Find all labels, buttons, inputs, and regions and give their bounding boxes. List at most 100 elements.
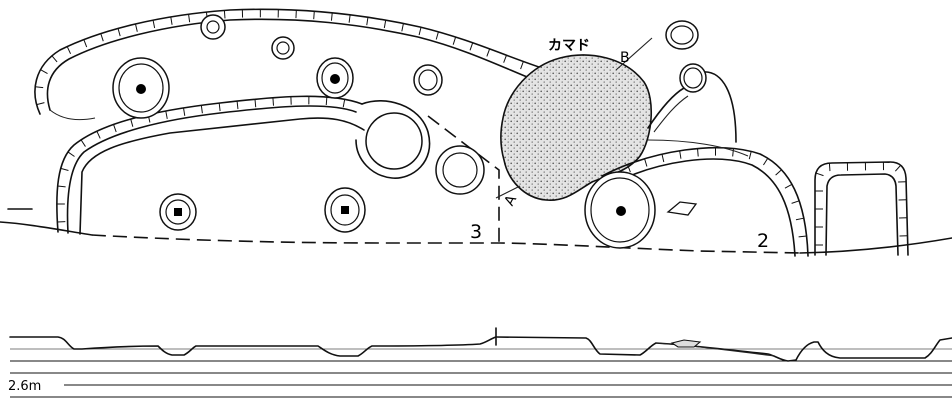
hatch-mark	[520, 61, 524, 70]
hatch-mark	[96, 130, 101, 139]
hatch-mark	[732, 148, 734, 157]
hatch-mark	[828, 163, 831, 172]
hatch-mark	[791, 200, 800, 204]
hatch-mark	[113, 124, 117, 133]
hatch-mark	[348, 14, 351, 23]
dwelling-3-floor-edge	[79, 117, 365, 235]
upper-dwelling-inner-wall	[46, 18, 533, 111]
hatch-mark	[236, 101, 239, 110]
hatch-mark	[134, 23, 138, 32]
pit-1	[200, 14, 226, 40]
hatch-mark	[36, 102, 45, 106]
hatch-mark	[67, 151, 75, 157]
hatch-mark	[644, 158, 648, 167]
hatch-mark	[894, 164, 902, 172]
hatch-mark	[100, 33, 104, 42]
hatch-mark	[83, 39, 88, 48]
dwelling-2-inner-wall	[611, 158, 796, 257]
post-hole-dot	[136, 84, 146, 94]
hatch-mark	[330, 12, 333, 21]
post-hole-dwelling-2	[584, 171, 656, 249]
hatch-mark	[218, 103, 221, 112]
section-profile-west	[9, 336, 497, 357]
dwelling-2-floor-edge	[647, 139, 749, 157]
hatch-mark	[661, 154, 665, 163]
post-hole-square	[341, 206, 349, 214]
section-stone	[670, 339, 702, 348]
post-hole-upper-left	[112, 57, 170, 119]
small-stone	[666, 201, 698, 216]
hatch-mark	[795, 217, 804, 221]
section-a-label: A	[501, 192, 520, 208]
post-hole-square	[174, 208, 182, 216]
elevation-label: 2.6m	[8, 379, 41, 394]
hatch-mark	[342, 99, 346, 108]
hatch-mark	[763, 157, 769, 166]
hatch-mark	[57, 185, 66, 188]
section-profile-east	[495, 336, 952, 362]
wall-hatching	[56, 96, 346, 223]
pit-6	[679, 63, 707, 93]
post-hole-lower-middle	[324, 187, 366, 233]
plan-ground-line-solid-left	[0, 221, 93, 236]
post-hole-dot	[616, 206, 626, 216]
section-view: 2.6m	[8, 327, 952, 398]
channel-feature	[647, 71, 737, 143]
hatch-mark	[679, 150, 682, 159]
hatch-mark	[815, 172, 824, 177]
hatch-mark	[697, 148, 699, 157]
hatch-mark	[272, 97, 274, 106]
hatch-mark	[188, 14, 191, 23]
hatch-mark	[66, 46, 72, 55]
hatch-mark	[784, 183, 793, 189]
hatch-mark	[366, 17, 369, 26]
hatch-mark	[452, 36, 457, 45]
hatch-mark	[223, 10, 226, 19]
hatch-mark	[401, 23, 404, 32]
dwelling-3-dashed-boundary	[427, 115, 500, 245]
kamado-hearth	[500, 54, 653, 201]
hatch-mark	[80, 139, 86, 147]
hatch-mark	[183, 107, 186, 116]
wall-hatching	[815, 162, 908, 246]
channel-feature-inner	[653, 95, 689, 133]
hatch-mark	[130, 118, 134, 127]
hatch-mark	[469, 42, 474, 51]
rect-feature-inner	[825, 173, 899, 256]
rect-feature-outer	[814, 161, 909, 256]
hatch-mark	[35, 86, 44, 89]
hatch-mark	[170, 16, 173, 25]
wall-pit	[365, 112, 423, 170]
wall-hatching	[610, 147, 807, 238]
post-hole-upper-middle	[316, 57, 354, 99]
section-lower-floor	[655, 342, 776, 357]
hatch-mark	[117, 28, 121, 37]
hatch-mark	[627, 164, 631, 173]
hatch-mark	[165, 110, 168, 119]
dwelling-3-outer-wall	[56, 95, 363, 233]
pit-4	[435, 145, 485, 195]
hatch-mark	[51, 55, 58, 63]
plan-ground-line-solid-right	[799, 237, 952, 254]
dwelling-2-label: 2	[757, 230, 769, 252]
hatch-mark	[200, 105, 203, 114]
hatch-mark	[313, 11, 315, 20]
post-hole-lower-left	[159, 193, 197, 231]
hatch-mark	[325, 96, 328, 106]
dwelling-3-middle-wall	[66, 105, 357, 234]
dwelling-3-label: 3	[470, 221, 482, 243]
hatch-mark	[503, 55, 507, 63]
pit-2	[271, 36, 295, 60]
section-a-line	[495, 185, 521, 199]
hatch-mark	[60, 167, 69, 171]
hatch-mark	[435, 31, 439, 40]
wall-pit-outer	[355, 100, 431, 179]
pit-5	[665, 20, 699, 50]
hatch-mark	[775, 169, 782, 176]
upper-dwelling-floor-edge	[49, 109, 96, 121]
section-b-label: B	[620, 50, 630, 66]
pit-3	[413, 64, 443, 96]
hatch-mark	[748, 151, 752, 160]
hatch-mark	[486, 48, 491, 57]
